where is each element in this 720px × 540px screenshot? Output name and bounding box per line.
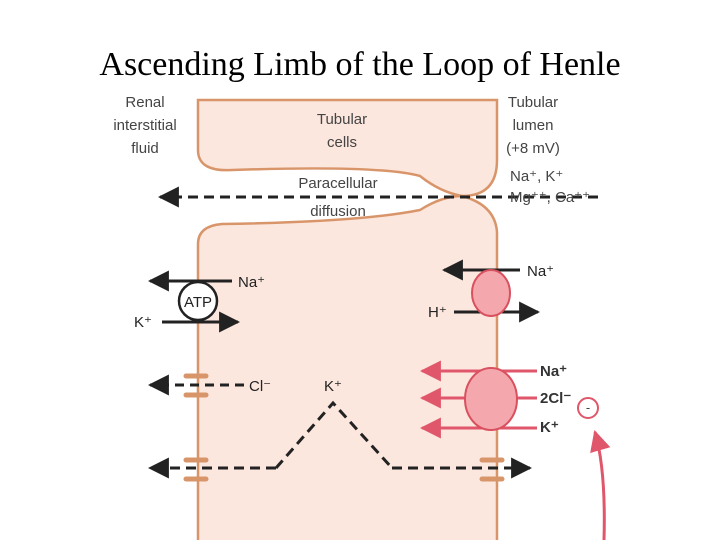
lumen-ions-2: Mg⁺⁺, Ca⁺⁺ bbox=[510, 189, 590, 206]
pump-na-label: Na⁺ bbox=[238, 274, 265, 291]
upper-tubular-cell bbox=[196, 98, 499, 198]
pump-k-label: K⁺ bbox=[134, 314, 152, 331]
tubular-cells-label-1: Tubular bbox=[317, 111, 367, 128]
potential-arrow bbox=[590, 429, 611, 540]
interstitial-label-1: Renal bbox=[125, 94, 164, 111]
paracellular-label-1: Paracellular bbox=[298, 175, 377, 192]
na-h-antiporter bbox=[471, 269, 511, 317]
negative-sign: - bbox=[586, 400, 590, 415]
interstitial-label-3: fluid bbox=[131, 140, 159, 157]
lumen-ions-1: Na⁺, K⁺ bbox=[510, 168, 563, 185]
antiport-h-label: H⁺ bbox=[428, 304, 447, 321]
lumen-label-3: (+8 mV) bbox=[506, 140, 560, 157]
lumen-label-1: Tubular bbox=[508, 94, 558, 111]
cl-label: Cl⁻ bbox=[249, 378, 271, 395]
tubular-cells-label-2: cells bbox=[327, 134, 357, 151]
atp-pump bbox=[177, 280, 219, 322]
k-recycle-label: K⁺ bbox=[324, 378, 342, 395]
interstitial-label-2: interstitial bbox=[113, 117, 176, 134]
lumen-label-2: lumen bbox=[513, 117, 554, 134]
nkcc-na-label: Na⁺ bbox=[540, 363, 567, 380]
slide-title: Ascending Limb of the Loop of Henle bbox=[99, 46, 621, 83]
nkcc-k-label: K⁺ bbox=[540, 419, 559, 436]
negative-charge bbox=[577, 397, 599, 419]
nkcc-cl-label: 2Cl⁻ bbox=[540, 390, 571, 407]
lower-tubular-cell bbox=[196, 194, 499, 540]
antiport-na-label: Na⁺ bbox=[527, 263, 554, 280]
nkcc-cotransporter bbox=[464, 367, 518, 431]
k-recycle-path bbox=[274, 400, 394, 470]
paracellular-label-2: diffusion bbox=[310, 203, 366, 220]
atp-label: ATP bbox=[184, 294, 212, 311]
